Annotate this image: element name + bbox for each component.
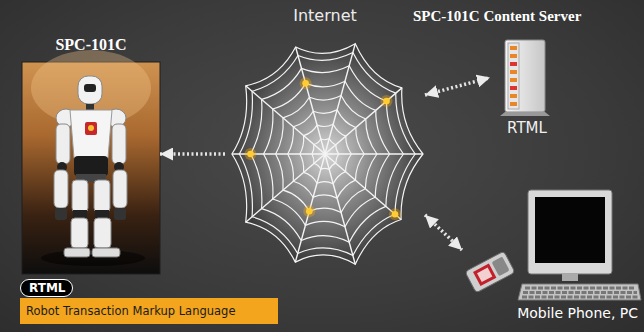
text-holder: SPC-101C <box>22 35 160 55</box>
network-label: Internet <box>225 6 425 26</box>
robot-knee <box>73 210 87 218</box>
web-spoke <box>325 154 401 219</box>
phone-screen <box>477 268 492 282</box>
text-holder: Robot Transaction Markup Language <box>26 304 235 318</box>
robot-hand <box>114 208 126 220</box>
pc-icon <box>518 190 641 300</box>
keyboard-keys <box>525 287 635 290</box>
robot-title: SPC-101C <box>22 35 160 55</box>
phone-icon <box>465 251 515 293</box>
robot-knee <box>95 210 109 218</box>
robot-photo-panel: SPC-101C <box>22 62 160 274</box>
network-link <box>425 215 462 250</box>
node-glow <box>303 205 315 217</box>
web-ring <box>276 96 377 213</box>
phone-keypad <box>492 256 510 276</box>
network-node-dot <box>247 151 254 158</box>
network-link <box>425 78 490 95</box>
robot-arm <box>56 124 70 164</box>
web-spoke <box>246 154 325 222</box>
robot-head <box>78 76 102 104</box>
server-light <box>510 70 517 74</box>
server-light <box>510 102 517 106</box>
badge-text: RTML <box>29 281 65 296</box>
node-glow <box>245 148 257 160</box>
keyboard <box>518 284 641 300</box>
server-icon <box>500 40 550 116</box>
robot-forearm <box>113 170 127 208</box>
network-node-dot <box>383 98 390 105</box>
robot-thigh <box>94 180 110 212</box>
robot-logo <box>85 122 97 135</box>
rtml-badge: RTML <box>20 279 73 297</box>
web-fill <box>232 44 423 265</box>
network-node-dot <box>306 208 313 215</box>
robot-visor <box>84 84 96 92</box>
web-spoke <box>325 153 423 154</box>
monitor-stand <box>562 274 578 281</box>
robot-photo <box>22 50 160 274</box>
server-light <box>510 86 517 90</box>
server-rack <box>505 40 545 112</box>
spider-web <box>225 36 425 272</box>
network-node-dot <box>302 80 309 87</box>
robot-foot <box>92 248 120 257</box>
network-link <box>160 152 225 156</box>
robot-logo-dot <box>88 125 94 131</box>
web-ring <box>300 124 352 184</box>
robot-foot <box>64 248 90 257</box>
internet-web: Internet <box>225 36 425 272</box>
robot-forearm <box>54 170 68 208</box>
server-light <box>510 46 517 50</box>
node-glow <box>389 208 401 220</box>
keyboard-keys <box>523 291 637 294</box>
text-holder: SPC-101C Content Server <box>413 7 581 26</box>
server-light <box>510 54 517 58</box>
server-light <box>510 62 517 66</box>
robot-shin <box>71 218 88 248</box>
text-holder: Mobile Phone, PC <box>452 304 638 322</box>
text-holder: RTML <box>490 119 564 138</box>
server-title: SPC-101C Content Server <box>413 7 581 26</box>
monitor-frame <box>528 190 612 274</box>
robot-hand <box>55 208 67 220</box>
rtml-definition-box: Robot Transaction Markup Language <box>20 298 278 324</box>
phone-body <box>465 251 515 293</box>
server-base <box>500 112 550 116</box>
keyboard-keys <box>522 296 638 299</box>
server-format-label: RTML <box>490 119 564 138</box>
web-ring <box>251 66 404 243</box>
web-ring <box>312 139 339 170</box>
web-spoke <box>246 86 325 154</box>
text-holder: Internet <box>225 6 425 26</box>
web-ring <box>264 81 390 227</box>
robot-thigh <box>72 180 88 212</box>
definition-text: Robot Transaction Markup Language <box>26 304 235 318</box>
robot-shin <box>94 218 111 248</box>
robot-torso <box>70 110 112 158</box>
text-holder: RTML <box>29 281 65 296</box>
web-ring <box>288 110 364 198</box>
server-light <box>510 94 517 98</box>
server-panel <box>508 43 519 109</box>
robot-pelvis <box>74 156 108 176</box>
content-server: SPC-101C Content ServerRTML <box>490 36 564 140</box>
server-light <box>510 78 517 82</box>
device-label: Mobile Phone, PC <box>452 304 638 322</box>
robot-arm <box>112 124 126 164</box>
network-node-dot <box>392 211 399 218</box>
web-ring <box>232 44 423 265</box>
robot-neck <box>86 104 94 110</box>
phone-screen-frame <box>473 264 496 287</box>
client-devices: Mobile Phone, PC <box>462 186 638 302</box>
node-glow <box>300 77 312 89</box>
node-glow <box>381 95 393 107</box>
monitor-screen <box>535 197 605 263</box>
